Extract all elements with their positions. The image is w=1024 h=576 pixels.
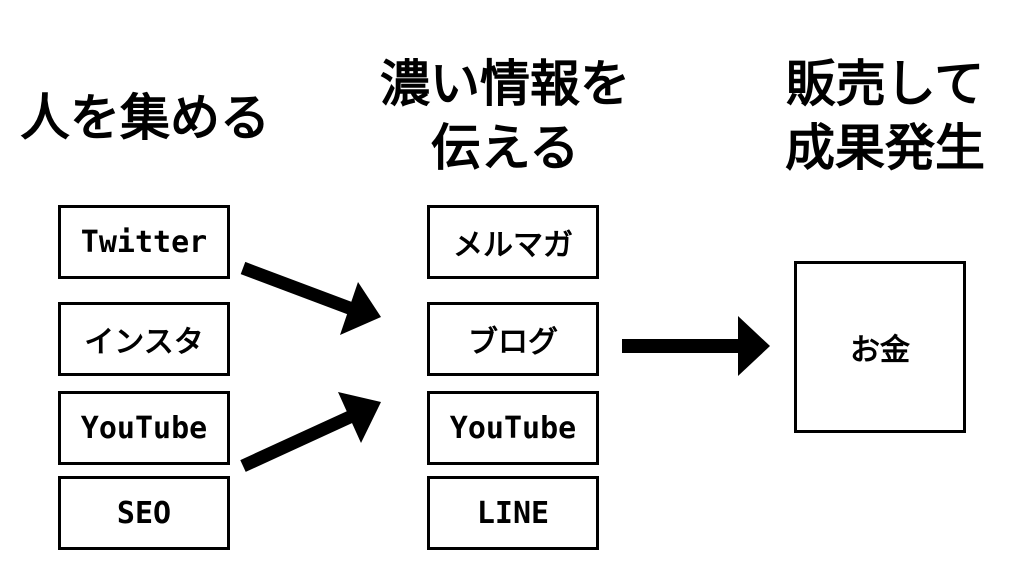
attract-box-seo: SEO [58, 476, 230, 550]
heading-inform: 濃い情報を 伝える [380, 55, 630, 177]
result-box-label: お金 [850, 333, 910, 368]
heading-attract: 人を集める [20, 89, 270, 147]
inform-box-label: ブログ [468, 325, 558, 360]
inform-box-youtube: YouTube [427, 391, 599, 465]
inform-box-label: YouTube [449, 410, 577, 446]
arrow-up-right-icon [240, 392, 381, 472]
inform-box-blog: ブログ [427, 302, 599, 376]
inform-box-label: メルマガ [453, 228, 573, 263]
inform-box-label: LINE [476, 495, 550, 531]
attract-box-label: インスタ [84, 325, 204, 360]
attract-box-instagram: インスタ [58, 302, 230, 376]
attract-box-label: SEO [116, 495, 172, 531]
arrow-right-icon [622, 316, 770, 376]
inform-box-mailmagazine: メルマガ [427, 205, 599, 279]
arrow-down-right-icon [240, 261, 381, 335]
attract-box-youtube: YouTube [58, 391, 230, 465]
result-box-money: お金 [794, 261, 966, 433]
heading-sell: 販売して 成果発生 [785, 55, 985, 177]
attract-box-twitter: Twitter [58, 205, 230, 279]
attract-box-label: YouTube [80, 410, 208, 446]
inform-box-line: LINE [427, 476, 599, 550]
attract-box-label: Twitter [80, 224, 208, 260]
